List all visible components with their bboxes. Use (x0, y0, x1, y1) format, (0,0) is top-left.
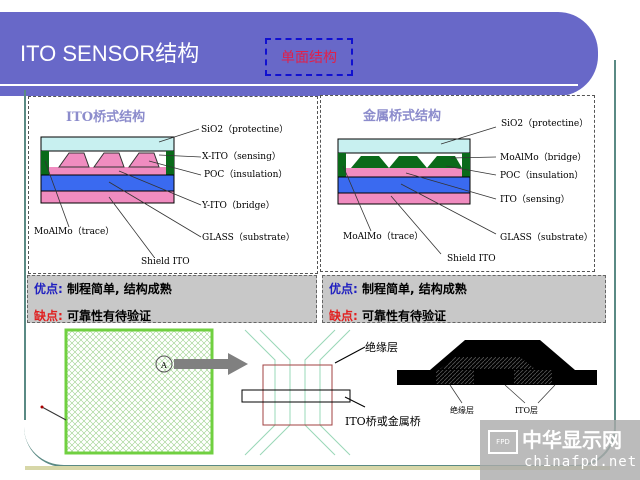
label-glass: GLASS（substrate） (202, 232, 295, 243)
label-sio2: SiO2（protectine） (201, 124, 288, 135)
cons-label: 缺点: (329, 309, 358, 323)
label-y-ito: Y-ITO（bridge） (201, 200, 275, 211)
pros-label: 优点: (34, 282, 63, 296)
cons-text: 可靠性有待验证 (67, 309, 152, 323)
label-sio2: SiO2（protectine） (501, 118, 588, 129)
pros-text: 制程简单, 结构成熟 (362, 282, 467, 296)
cs-ito-label: ITO层 (515, 406, 538, 415)
content-frame-left (24, 90, 26, 420)
diagram-title: ITO桥式结构 (66, 109, 145, 125)
label-shield: Shield ITO (141, 257, 190, 267)
divider (0, 84, 578, 86)
label-x-ito: X-ITO（sensing） (202, 151, 281, 162)
pros-text: 制程简单, 结构成熟 (67, 282, 172, 296)
pros-cons-right: 优点: 制程简单, 结构成熟 缺点: 可靠性有待验证 (322, 275, 606, 323)
label-poc: POC（insulation） (204, 169, 287, 180)
label-ito: ITO（sensing） (500, 194, 570, 205)
watermark-url: chinafpd.net (524, 454, 638, 470)
footer-line (25, 466, 610, 470)
subtitle-box: 单面结构 (265, 38, 353, 76)
label-shield: Shield ITO (447, 254, 496, 264)
cs-insulation-label: 绝缘层 (450, 405, 474, 415)
diagram-title: 金属桥式结构 (362, 108, 441, 124)
arrow-icon (174, 353, 248, 375)
region-a-circle (155, 355, 173, 373)
cons-text: 可靠性有待验证 (362, 309, 447, 323)
sensor-panel (64, 328, 214, 455)
ito-bridge-diagram: ITO桥式结构 SiO2（protectine） X-ITO（sensing） … (28, 96, 318, 274)
label-trace: MoAlMo（trace） (343, 231, 423, 242)
header-banner (0, 12, 598, 96)
circle-label: A (160, 361, 167, 370)
bottom-illustrations: A 绝缘层 ITO桥或金属桥 绝缘层 ITO层 (40, 328, 597, 456)
bridge-label: ITO桥或金属桥 (345, 414, 421, 428)
label-poc: POC（insulation） (500, 170, 583, 181)
pros-cons-left: 优点: 制程简单, 结构成熟 缺点: 可靠性有待验证 (27, 275, 317, 323)
ito-bridge-svg: ITO桥式结构 SiO2（protectine） X-ITO（sensing） … (34, 109, 295, 267)
monitor-icon: FPD (488, 430, 518, 454)
metal-bridge-svg: 金属桥式结构 SiO2（protectine） MoAlMo（bridge） P… (337, 108, 593, 264)
cons-label: 缺点: (34, 309, 63, 323)
watermark-name: 中华显示网 (522, 428, 622, 452)
pros-label: 优点: (329, 282, 358, 296)
label-bridge: MoAlMo（bridge） (500, 152, 586, 163)
watermark: FPD 中华显示网 chinafpd.net (480, 420, 640, 480)
metal-bridge-diagram: 金属桥式结构 SiO2（protectine） MoAlMo（bridge） P… (320, 95, 595, 272)
label-trace: MoAlMo（trace） (34, 226, 114, 237)
label-glass: GLASS（substrate） (500, 232, 593, 243)
insulation-label: 绝缘层 (365, 340, 398, 354)
